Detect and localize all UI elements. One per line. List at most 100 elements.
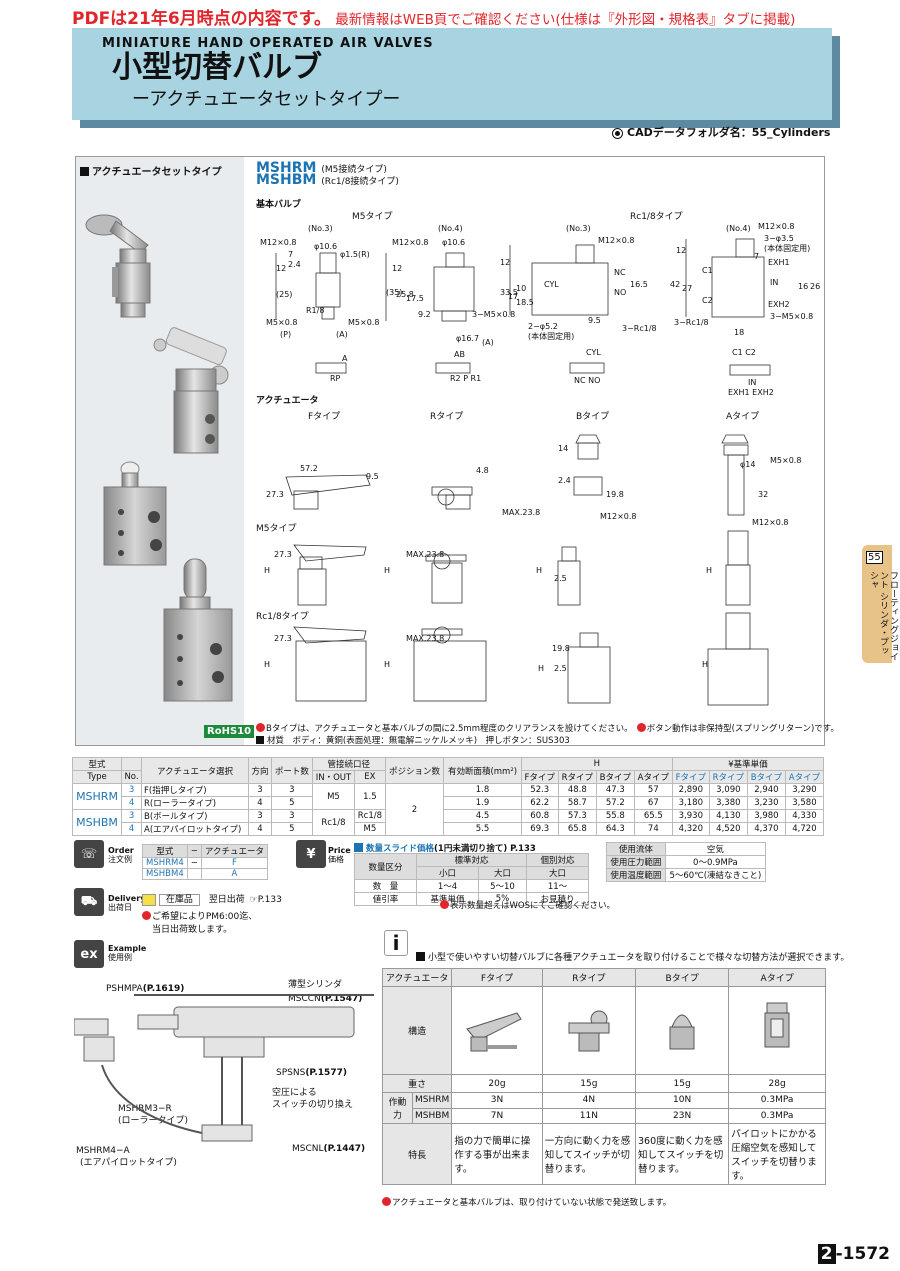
model-mshbm: MSHBM (Rc1/8接続タイプ)	[256, 172, 399, 188]
svg-text:3−M5×0.8: 3−M5×0.8	[770, 312, 813, 321]
svg-text:42: 42	[670, 280, 680, 289]
svg-text:Bタイプ: Bタイプ	[576, 411, 609, 422]
svg-text:(No.3): (No.3)	[308, 224, 333, 233]
svg-text:R1/8: R1/8	[306, 306, 324, 315]
svg-text:RP: RP	[330, 374, 341, 383]
svg-text:25.8: 25.8	[396, 290, 414, 299]
svg-text:4.8: 4.8	[476, 466, 489, 475]
table-row: 構造	[381, 986, 826, 1075]
notice-main: PDFは21年6月時点の内容です。	[72, 9, 331, 26]
truck-icon: ⛟	[74, 888, 104, 916]
svg-text:(P): (P)	[280, 330, 291, 339]
svg-text:18: 18	[734, 328, 744, 337]
svg-text:57.2: 57.2	[300, 464, 318, 473]
svg-text:CYL: CYL	[544, 280, 559, 289]
english-title: MINIATURE HAND OPERATED AIR VALVES	[102, 36, 434, 51]
svg-text:Rタイプ: Rタイプ	[430, 411, 463, 422]
svg-text:27.3: 27.3	[274, 550, 292, 559]
rc-type-heading: Rc1/8タイプ	[630, 211, 683, 222]
side-tab-number: 55	[866, 551, 883, 564]
basic-valve-label: 基本バルブ	[255, 198, 301, 210]
svg-text:EXH2: EXH2	[768, 300, 790, 309]
price-title: 数量スライド価格(1円未満切り捨て) P.133	[354, 842, 536, 854]
svg-text:NO: NO	[614, 288, 626, 297]
svg-text:3−Rc1/8: 3−Rc1/8	[622, 324, 657, 333]
svg-text:2.4: 2.4	[288, 260, 301, 269]
svg-text:IN: IN	[770, 278, 778, 287]
title-band: MINIATURE HAND OPERATED AIR VALVES 小型切替バ…	[72, 28, 832, 120]
price-section: ¥	[296, 840, 326, 868]
svg-text:H: H	[706, 566, 712, 575]
svg-text:7: 7	[288, 250, 293, 259]
svg-text:9.5: 9.5	[366, 472, 379, 481]
svg-text:9.5: 9.5	[588, 316, 601, 325]
price-note: 表示数量超えはWOSにてご確認ください。	[440, 899, 615, 911]
svg-text:薄型シリンダ: 薄型シリンダ	[288, 978, 342, 990]
table-row: 特長指の力で簡単に操作する事が出来ます。一方向に動く力を感知してスイッチが切替り…	[381, 1123, 826, 1185]
svg-text:AB: AB	[454, 350, 465, 359]
a-type-photo	[163, 558, 233, 702]
side-tab-label: フローティングジョイント シリンダ・プッシャ	[868, 571, 898, 661]
svg-text:(本体固定用): (本体固定用)	[764, 243, 810, 253]
svg-text:MSHRM3−R: MSHRM3−R	[118, 1104, 172, 1114]
example-section: ex	[74, 940, 104, 968]
svg-text:A: A	[342, 354, 348, 363]
svg-text:(エアパイロットタイプ): (エアパイロットタイプ)	[80, 1157, 177, 1168]
svg-text:M5×0.8: M5×0.8	[348, 318, 379, 327]
svg-text:26: 26	[810, 282, 820, 291]
svg-text:2−φ5.2: 2−φ5.2	[528, 322, 558, 331]
usage-example-drawing: PSHMPA(P.1619) 薄型シリンダ MSCCN(P.1547) SPSN…	[74, 978, 374, 1168]
svg-text:NC: NC	[614, 268, 626, 277]
svg-text:3−Rc1/8: 3−Rc1/8	[674, 318, 709, 327]
notice-detail: 最新情報はWEB頁でご確認ください(仕様は『外形図・規格表』タブに掲載)	[335, 12, 796, 26]
svg-text:φ16.7: φ16.7	[456, 334, 479, 343]
svg-text:(No.4): (No.4)	[726, 224, 751, 233]
svg-text:12: 12	[276, 264, 286, 273]
svg-text:スイッチの切り換え: スイッチの切り換え	[272, 1098, 353, 1110]
info-text: 小型で使いやすい切替バルブに各種アクチュエータを取り付けることで様々な切替方法が…	[416, 950, 849, 963]
cad-disc-icon	[612, 127, 623, 139]
svg-text:NC NO: NC NO	[574, 376, 600, 385]
svg-text:H: H	[264, 660, 270, 669]
svg-text:7: 7	[754, 252, 759, 261]
svg-text:10: 10	[516, 284, 526, 293]
svg-text:φ1.5(R): φ1.5(R)	[340, 250, 370, 259]
svg-text:3−φ3.5: 3−φ3.5	[764, 234, 794, 243]
order-section: ☏	[74, 840, 104, 868]
svg-text:2.5: 2.5	[554, 574, 567, 583]
note-material: 材質 ボディ：黄銅(表面処理：無電解ニッケルメッキ) 押しボタン：SUS303	[256, 734, 570, 746]
basic-valve-drawings	[275, 238, 771, 376]
svg-text:(ローラータイプ): (ローラータイプ)	[118, 1115, 188, 1126]
svg-text:Rc1/8タイプ: Rc1/8タイプ	[256, 611, 309, 622]
svg-text:C2: C2	[702, 296, 713, 305]
svg-text:27.3: 27.3	[266, 490, 284, 499]
svg-text:12: 12	[392, 264, 402, 273]
svg-text:M5×0.8: M5×0.8	[266, 318, 297, 327]
svg-text:H: H	[702, 660, 708, 669]
b-type-structure-icon	[669, 1014, 695, 1050]
order-icon: ☏	[74, 840, 104, 868]
svg-text:M5タイプ: M5タイプ	[256, 523, 297, 534]
svg-text:27.3: 27.3	[274, 634, 292, 643]
page-number: 2-1572	[817, 1244, 890, 1264]
svg-text:27: 27	[682, 284, 692, 293]
svg-text:M12×0.8: M12×0.8	[758, 222, 795, 231]
svg-text:MSCNL(P.1447): MSCNL(P.1447)	[292, 1144, 365, 1154]
pdf-notice: PDFは21年6月時点の内容です。 最新情報はWEB頁でご確認ください(仕様は『…	[72, 4, 892, 26]
photo-column: アクチュエータセットタイプ	[76, 157, 244, 745]
assembly-drawings	[293, 530, 769, 706]
side-category-tab[interactable]: 55 フローティングジョイント シリンダ・プッシャ	[862, 545, 898, 663]
cad-folder: CADデータフォルダ名：55_Cylinders	[612, 124, 830, 140]
svg-text:2.4: 2.4	[558, 476, 571, 485]
f-type-photo	[85, 214, 151, 318]
svg-text:16.5: 16.5	[630, 280, 648, 289]
